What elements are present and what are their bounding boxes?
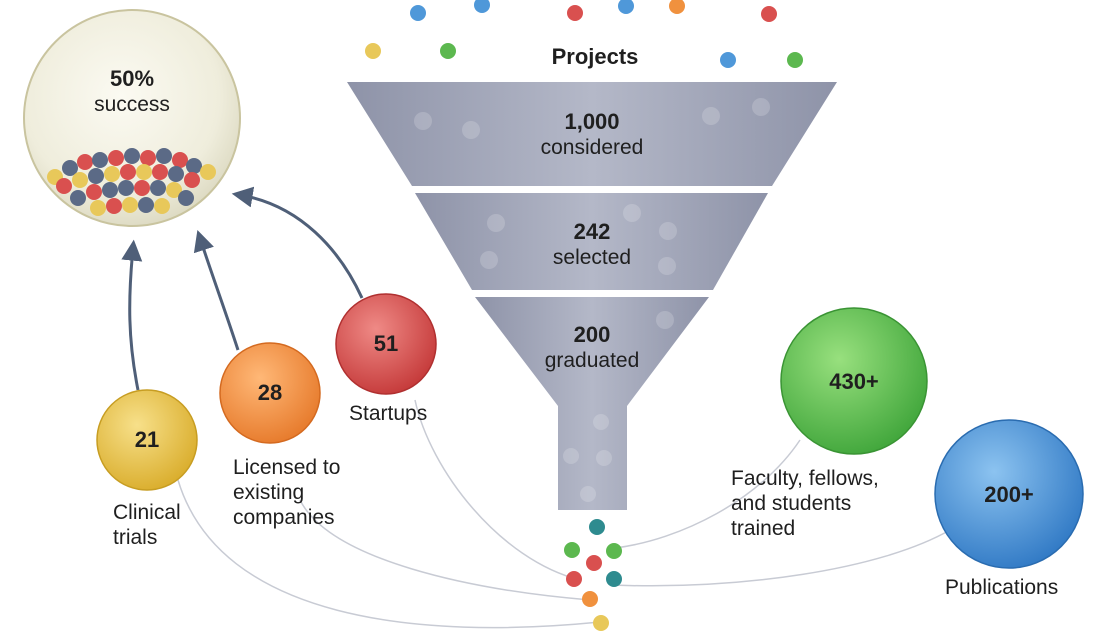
connector-clinical [177, 479, 601, 629]
trained-circle [780, 307, 928, 455]
connector-licensed [299, 499, 591, 601]
stage-considered-value: 1,000 [564, 109, 620, 134]
arrow-from-licensed [193, 230, 240, 351]
connector-trained [614, 439, 801, 549]
clinical-label: Clinical trials [113, 501, 181, 549]
stage-graduated-label: graduated [544, 349, 640, 372]
licensed-label: Licensed to existing companies [233, 456, 341, 529]
arrow-from-clinical [121, 239, 143, 391]
stage-graduated-value: 200 [573, 322, 611, 347]
funnel-stage-considered [347, 82, 837, 186]
clinical-value: 21 [134, 427, 160, 452]
startups-circle [335, 293, 437, 395]
jar-value: 50% [109, 66, 155, 91]
funnel [347, 82, 837, 510]
stage-considered-label: considered [540, 136, 644, 159]
success-jar [23, 9, 241, 227]
incoming-project-balls [365, 0, 803, 68]
publications-label: Publications [945, 576, 1059, 599]
connector-publications [609, 529, 951, 587]
jar-label: 50% success [52, 66, 212, 117]
startups-value: 51 [373, 331, 399, 356]
stage-selected-label: selected [552, 246, 632, 269]
stage-graduated: 200 graduated [492, 322, 692, 373]
funnel-stage-selected [415, 193, 768, 290]
trained-label: Faculty, fellows, and students trained [731, 467, 879, 540]
clinical-trials-circle [96, 389, 198, 491]
connector-startups [414, 399, 581, 581]
funnel-header: Projects [551, 44, 639, 69]
connector-lines [177, 399, 951, 629]
funnel-stage-graduated [475, 297, 709, 510]
publications-circle [934, 419, 1084, 569]
publications-value: 200+ [984, 482, 1034, 507]
jar-caption: success [94, 93, 170, 116]
jar-balls [47, 148, 216, 216]
startups-label: Startups [349, 402, 428, 425]
trained-value: 430+ [829, 369, 879, 394]
stage-selected-value: 242 [573, 219, 611, 244]
stage-considered: 1,000 considered [492, 109, 692, 160]
arrow-from-startups [231, 186, 364, 299]
licensed-circle [219, 342, 321, 444]
outlet-balls [564, 519, 622, 631]
licensed-value: 28 [257, 380, 283, 405]
success-arrows [121, 186, 364, 391]
stage-selected: 242 selected [492, 219, 692, 270]
